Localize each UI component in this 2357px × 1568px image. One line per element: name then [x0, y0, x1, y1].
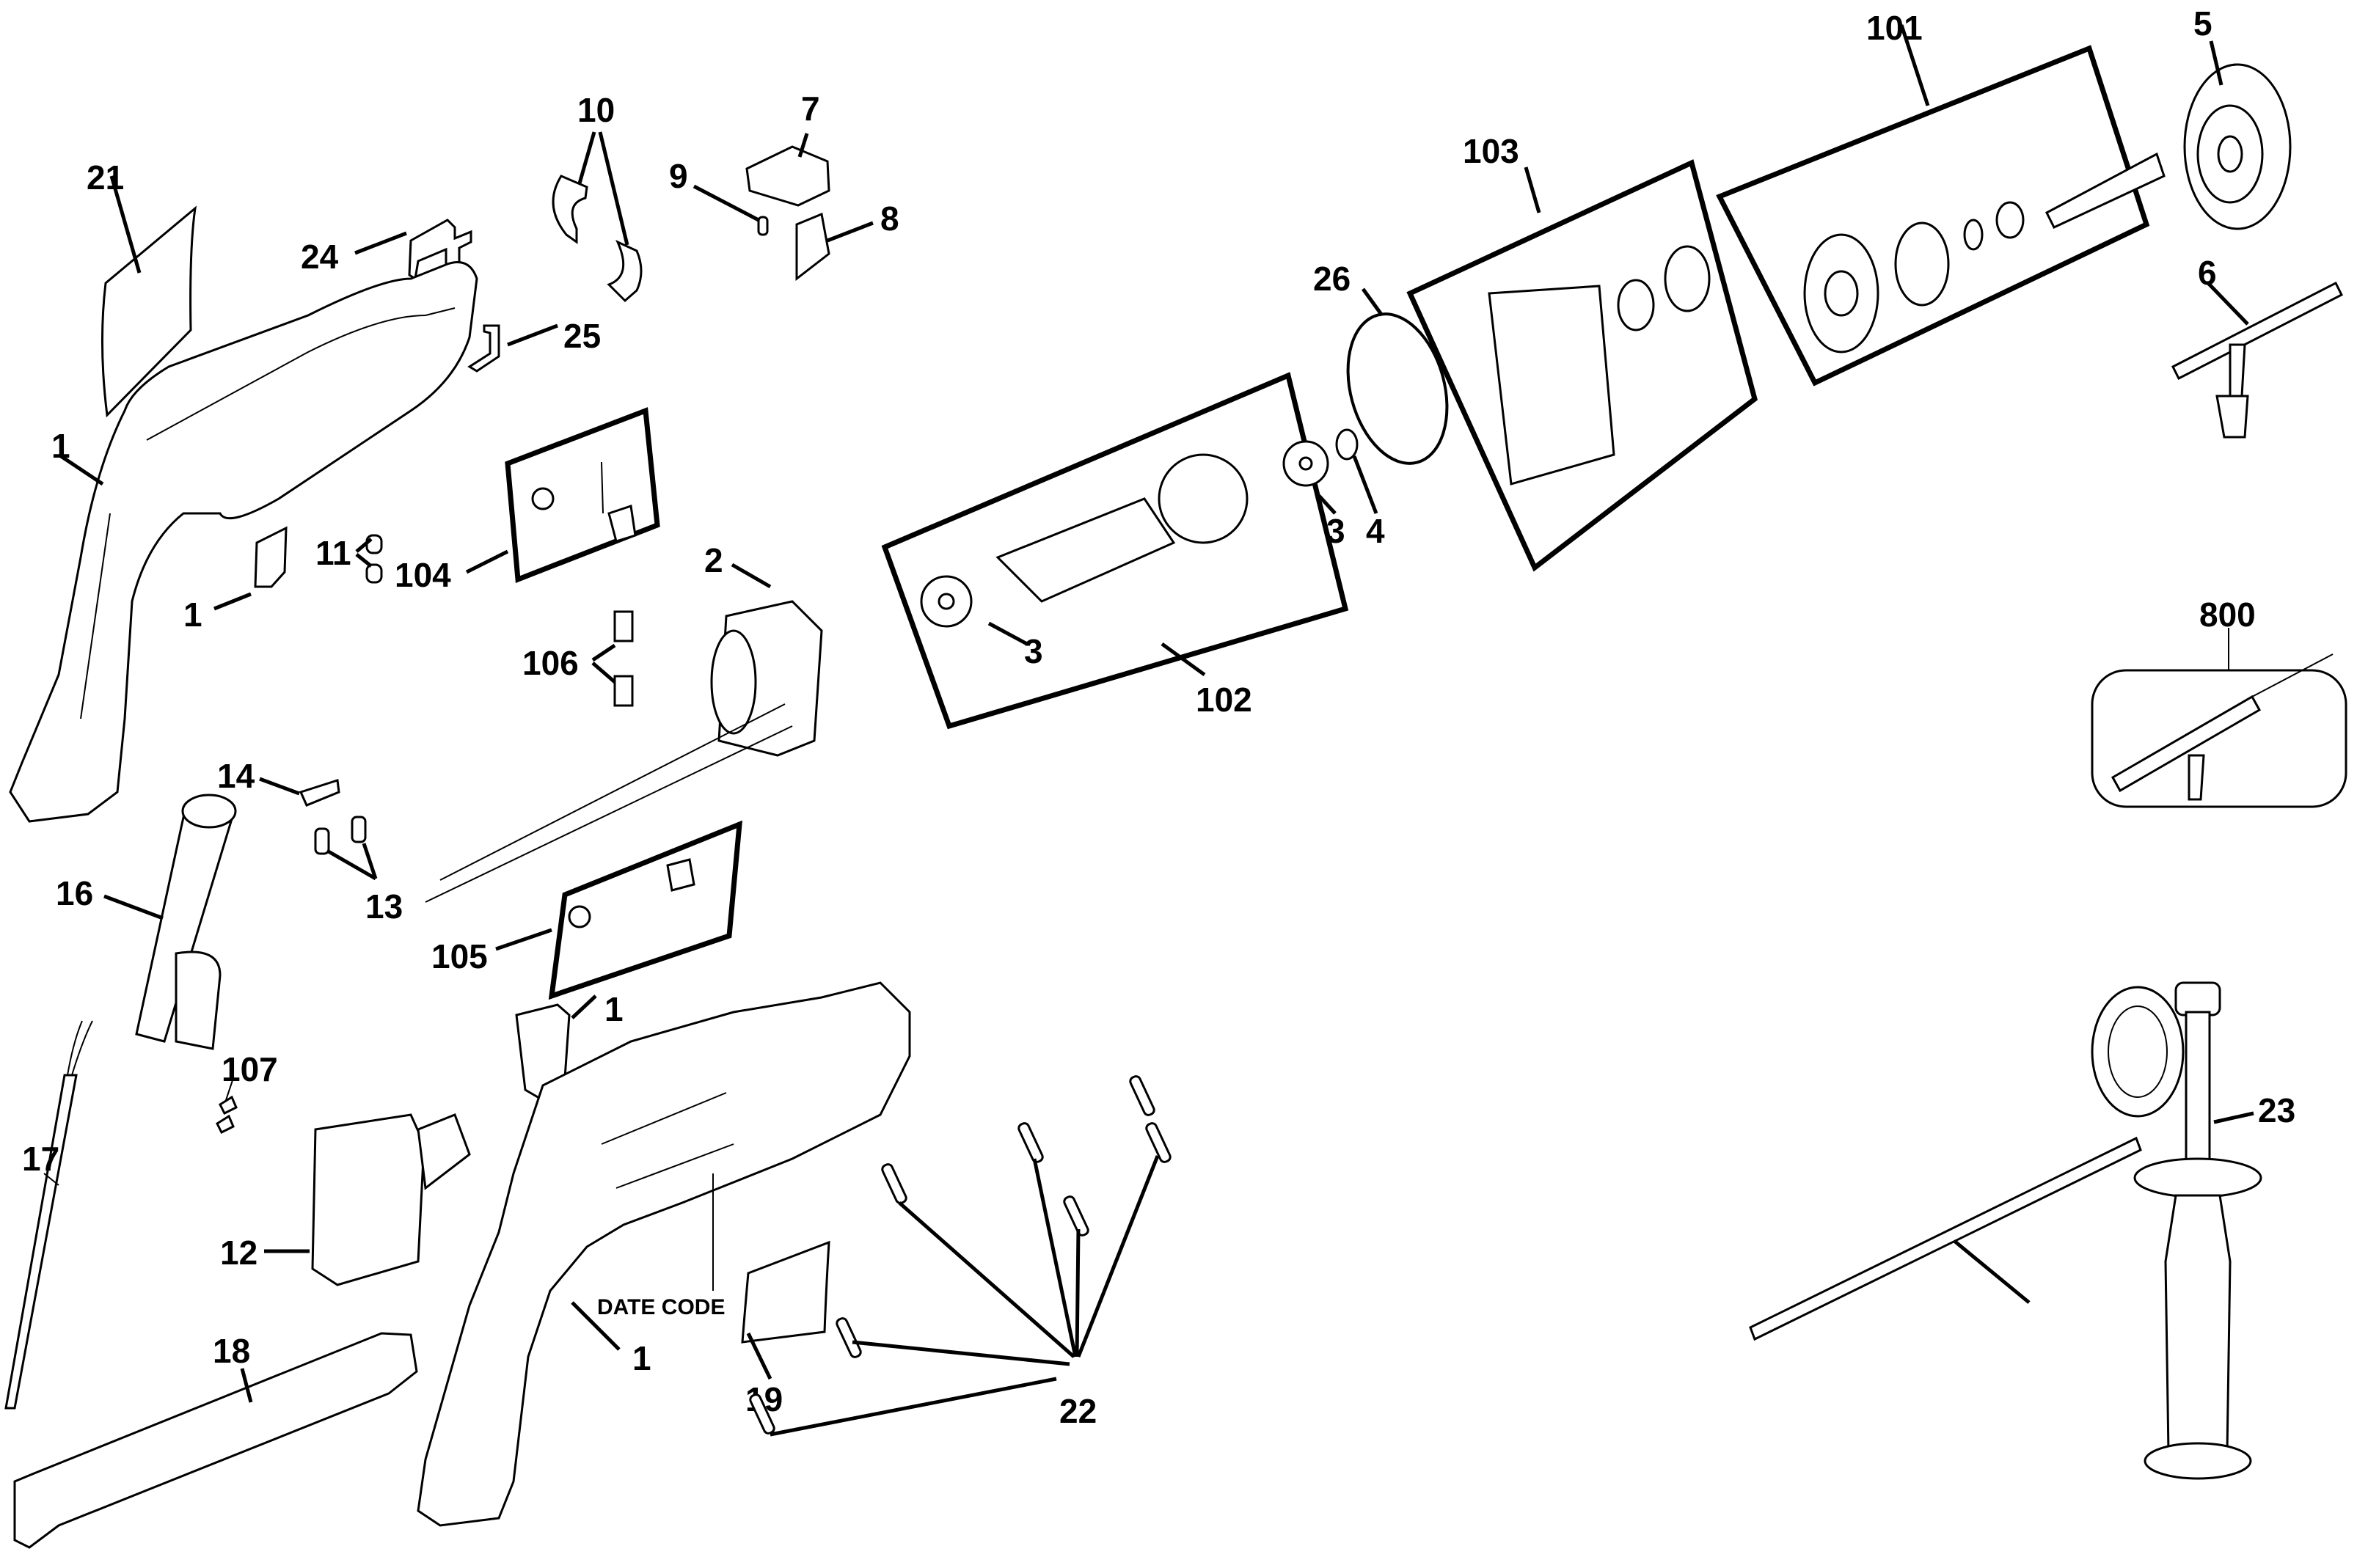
part-21-label-plate: 21 [87, 158, 197, 418]
part-13-screws: 13 [314, 816, 403, 926]
callout-1-housing: 1 [51, 427, 70, 465]
callout-6: 6 [2198, 254, 2217, 292]
part-9-pin: 9 [669, 157, 769, 236]
part-14-clamp: 14 [217, 757, 340, 807]
callout-17: 17 [22, 1140, 59, 1178]
callout-1-cover: 1 [604, 990, 624, 1028]
callout-26: 26 [1313, 260, 1351, 298]
part-105-brush-kit: 105 [431, 820, 743, 1000]
part-102-armature: 3 3 102 [881, 372, 1349, 730]
callout-22: 23 [2258, 1091, 2295, 1129]
part-17-power-cord: 17 [4, 1020, 93, 1410]
callout-8: 8 [880, 199, 899, 238]
part-26-oring: 26 [1313, 260, 1449, 465]
part-8-plate: 8 [795, 199, 899, 282]
part-5-chuck: 5 [2183, 4, 2292, 230]
callout-104: 104 [395, 556, 451, 594]
part-10-clips: 10 [552, 91, 643, 303]
callout-13: 13 [365, 887, 403, 926]
callout-9: 9 [669, 157, 688, 195]
part-23-depth-rod [1749, 1136, 2142, 1341]
part-19-screws: 22 [749, 1075, 1172, 1437]
part-104-brush-kit: 104 [395, 407, 660, 594]
part-103-gear-case: 103 [1406, 132, 1758, 572]
part-16-cord-protector: 16 [56, 794, 237, 1050]
part-1-cover: 1 [515, 990, 624, 1102]
part-25-bracket: 25 [467, 317, 601, 373]
date-code-label: DATE CODE [597, 1295, 725, 1319]
callout-7: 7 [801, 89, 820, 128]
callout-1-insert: 1 [183, 596, 202, 634]
part-11-spacers: 11 [315, 534, 383, 584]
part-12-switch: 12 [220, 1113, 471, 1286]
part-7-selector: 7 [745, 89, 830, 207]
part-20-nameplate: 19 [741, 1240, 830, 1418]
part-6-chuck-key: 6 [2171, 254, 2344, 439]
callout-14: 14 [217, 757, 255, 795]
callout-2: 2 [704, 541, 723, 579]
callout-5: 5 [2193, 4, 2212, 43]
callout-800: 800 [2199, 596, 2256, 634]
callout-11: 11 [315, 534, 351, 572]
callout-106: 106 [522, 644, 579, 682]
callout-101: 101 [1866, 9, 1923, 47]
callout-103: 103 [1463, 132, 1519, 170]
part-2-field: 2 [425, 541, 823, 903]
callout-4: 4 [1366, 512, 1385, 550]
callout-18: 18 [213, 1332, 250, 1370]
part-4-washer: 4 [1335, 428, 1385, 550]
part-800-key-holder: 800 [2091, 596, 2347, 808]
part-101-spindle: 101 [1716, 9, 2166, 386]
part-18-cord-strap: 18 [13, 1332, 418, 1549]
part-1-housing-left: 1 [9, 261, 478, 823]
callout-1-housing-right: 1 [632, 1339, 651, 1377]
callout-24: 24 [301, 238, 339, 276]
callout-19: 22 [1059, 1392, 1097, 1430]
part-106-brushes: 106 [522, 610, 634, 707]
callout-12: 12 [220, 1234, 257, 1272]
callout-102: 102 [1196, 681, 1252, 719]
part-22-side-handle: 23 [2091, 981, 2295, 1480]
callout-3b: 3 [1326, 512, 1345, 550]
part-1-housing-right: 1 DATE CODE [417, 981, 911, 1527]
callout-10: 10 [577, 91, 615, 129]
callout-107: 107 [222, 1050, 278, 1088]
callout-16: 16 [56, 874, 93, 912]
part-107-connectors: 107 [216, 1050, 278, 1135]
callout-21: 21 [87, 158, 124, 197]
callout-3a: 3 [1024, 632, 1043, 670]
callout-25: 25 [563, 317, 601, 355]
part-1-insert: 1 [183, 526, 288, 634]
callout-105: 105 [431, 937, 488, 975]
